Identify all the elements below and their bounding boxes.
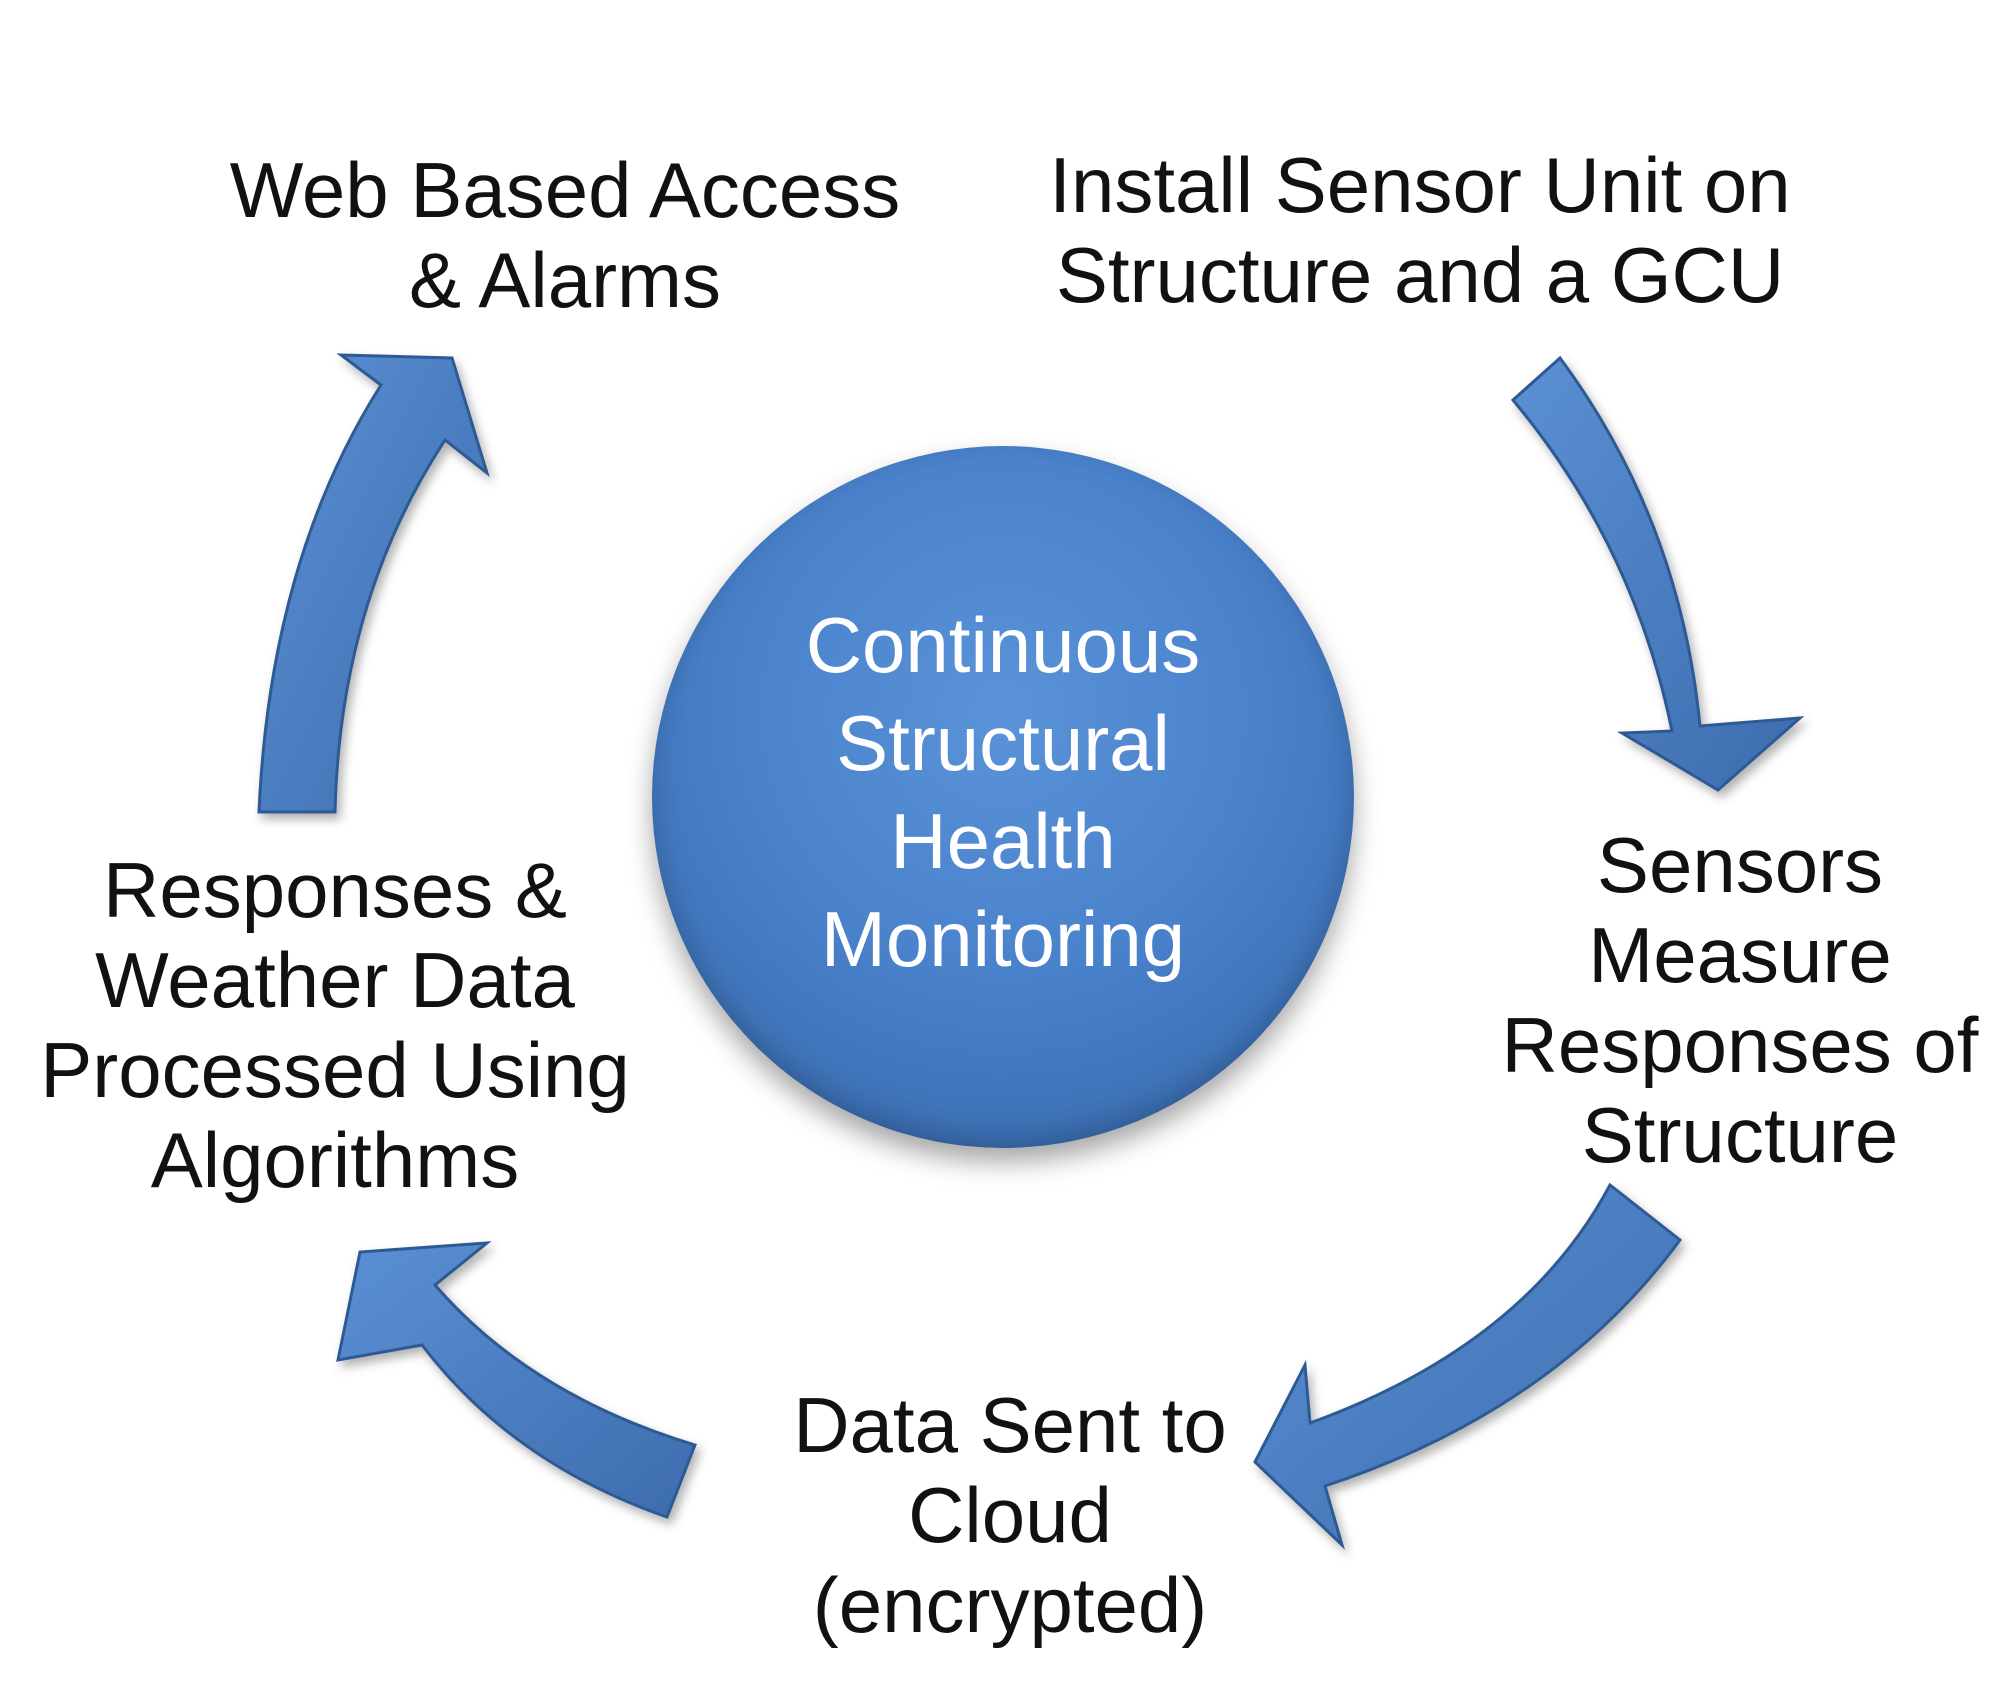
step-sensors-line: Measure (1588, 911, 1892, 999)
step-web-access: Web Based Access & Alarms (220, 145, 910, 325)
step-web-line: & Alarms (408, 236, 722, 324)
step-responses-line: Responses & (103, 846, 567, 934)
step-responses-processed: Responses & Weather Data Processed Using… (30, 845, 640, 1205)
step-install-line: Install Sensor Unit on (1049, 141, 1791, 229)
arrow-install-to-sensors (1510, 355, 1805, 792)
hub-title-line: Monitoring (820, 895, 1186, 983)
step-responses-line: Weather Data (95, 936, 575, 1024)
step-data-line: Cloud (908, 1471, 1112, 1559)
step-responses-line: Processed Using (40, 1026, 630, 1114)
step-web-line: Web Based Access (229, 146, 901, 234)
step-sensors-measure: Sensors Measure Responses of Structure (1490, 820, 1990, 1180)
step-data-line: Data Sent to (793, 1381, 1227, 1469)
step-sensors-line: Sensors (1596, 821, 1884, 909)
step-sensors-line: Responses of (1501, 1001, 1979, 1089)
center-hub: Continuous Structural Health Monitoring (652, 446, 1354, 1148)
arrow-responses-to-web (257, 353, 490, 814)
step-install-line: Structure and a GCU (1055, 231, 1785, 319)
step-data-sent: Data Sent to Cloud (encrypted) (760, 1380, 1260, 1650)
step-responses-line: Algorithms (150, 1116, 520, 1204)
hub-title: Continuous Structural Health Monitoring (652, 596, 1354, 988)
hub-title-line: Structural (836, 699, 1170, 787)
step-data-line: (encrypted) (812, 1561, 1208, 1649)
hub-title-line: Health (890, 797, 1116, 885)
arrow-sensors-to-data (1253, 1182, 1683, 1550)
arrow-data-to-responses (336, 1241, 697, 1519)
step-install-sensor: Install Sensor Unit on Structure and a G… (1020, 140, 1820, 320)
step-sensors-line: Structure (1581, 1091, 1899, 1179)
hub-title-line: Continuous (805, 601, 1201, 689)
